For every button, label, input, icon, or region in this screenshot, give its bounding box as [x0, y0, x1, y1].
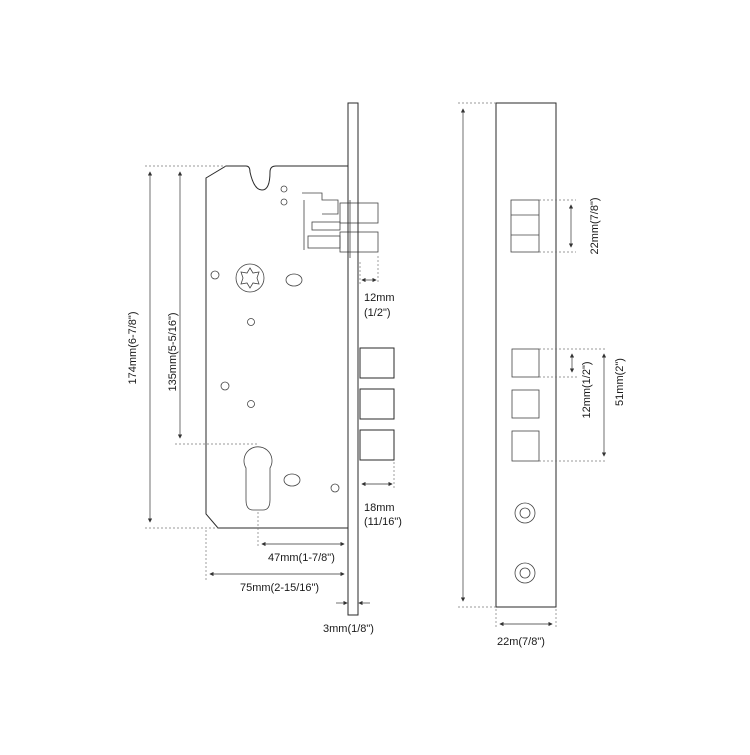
deadbolt — [359, 347, 395, 379]
screw-icon — [514, 562, 536, 584]
screw-icon — [514, 502, 536, 524]
label-latch-projection: 12mm — [364, 292, 395, 304]
label-latch-height: 22mm(7/8") — [589, 197, 601, 254]
screw-hole — [330, 483, 340, 493]
front-view-dimensions — [458, 102, 607, 628]
label-height-backset: 135mm(5-5/16") — [167, 312, 179, 391]
faceplate-front-view — [495, 102, 557, 608]
screw-hole — [210, 270, 220, 280]
label-faceplate-width: 22m(7/8") — [497, 636, 545, 648]
deadbolt — [359, 429, 395, 461]
label-backset: 47mm(1-7/8") — [268, 552, 335, 564]
bolt-opening — [511, 430, 540, 462]
deadbolt — [359, 388, 395, 420]
spindle-follower-icon — [235, 263, 265, 293]
faceplate-front — [495, 102, 557, 608]
faceplate-side — [347, 102, 359, 616]
oval-hole — [283, 473, 301, 487]
screw-hole — [247, 400, 255, 408]
oval-hole — [285, 273, 303, 287]
screw-hole — [220, 381, 230, 391]
label-bolt-span: 51mm(2") — [614, 358, 626, 406]
screw-hole — [280, 198, 288, 206]
label-faceplate-thickness: 3mm(1/8") — [323, 623, 374, 635]
euro-cylinder-cutout — [243, 446, 273, 511]
label-bolt-projection-inch: (11/16") — [364, 516, 402, 528]
label-bolt-gap: 12mm(1/2") — [581, 361, 593, 418]
latch-opening — [510, 199, 540, 253]
label-height-total: 174mm(6-7/8") — [127, 312, 139, 385]
bolt-opening — [511, 348, 540, 378]
screw-hole — [280, 185, 288, 193]
screw-hole — [247, 318, 255, 326]
label-case-depth: 75mm(2-15/16") — [240, 582, 319, 594]
bolt-opening — [511, 389, 540, 419]
lock-case-side-view — [205, 165, 395, 529]
latch-mechanism — [302, 192, 379, 258]
lock-case-outline — [205, 165, 349, 529]
label-latch-projection-inch: (1/2") — [364, 307, 391, 319]
side-view-dimensions — [145, 165, 395, 606]
label-bolt-projection: 18mm — [364, 502, 395, 514]
